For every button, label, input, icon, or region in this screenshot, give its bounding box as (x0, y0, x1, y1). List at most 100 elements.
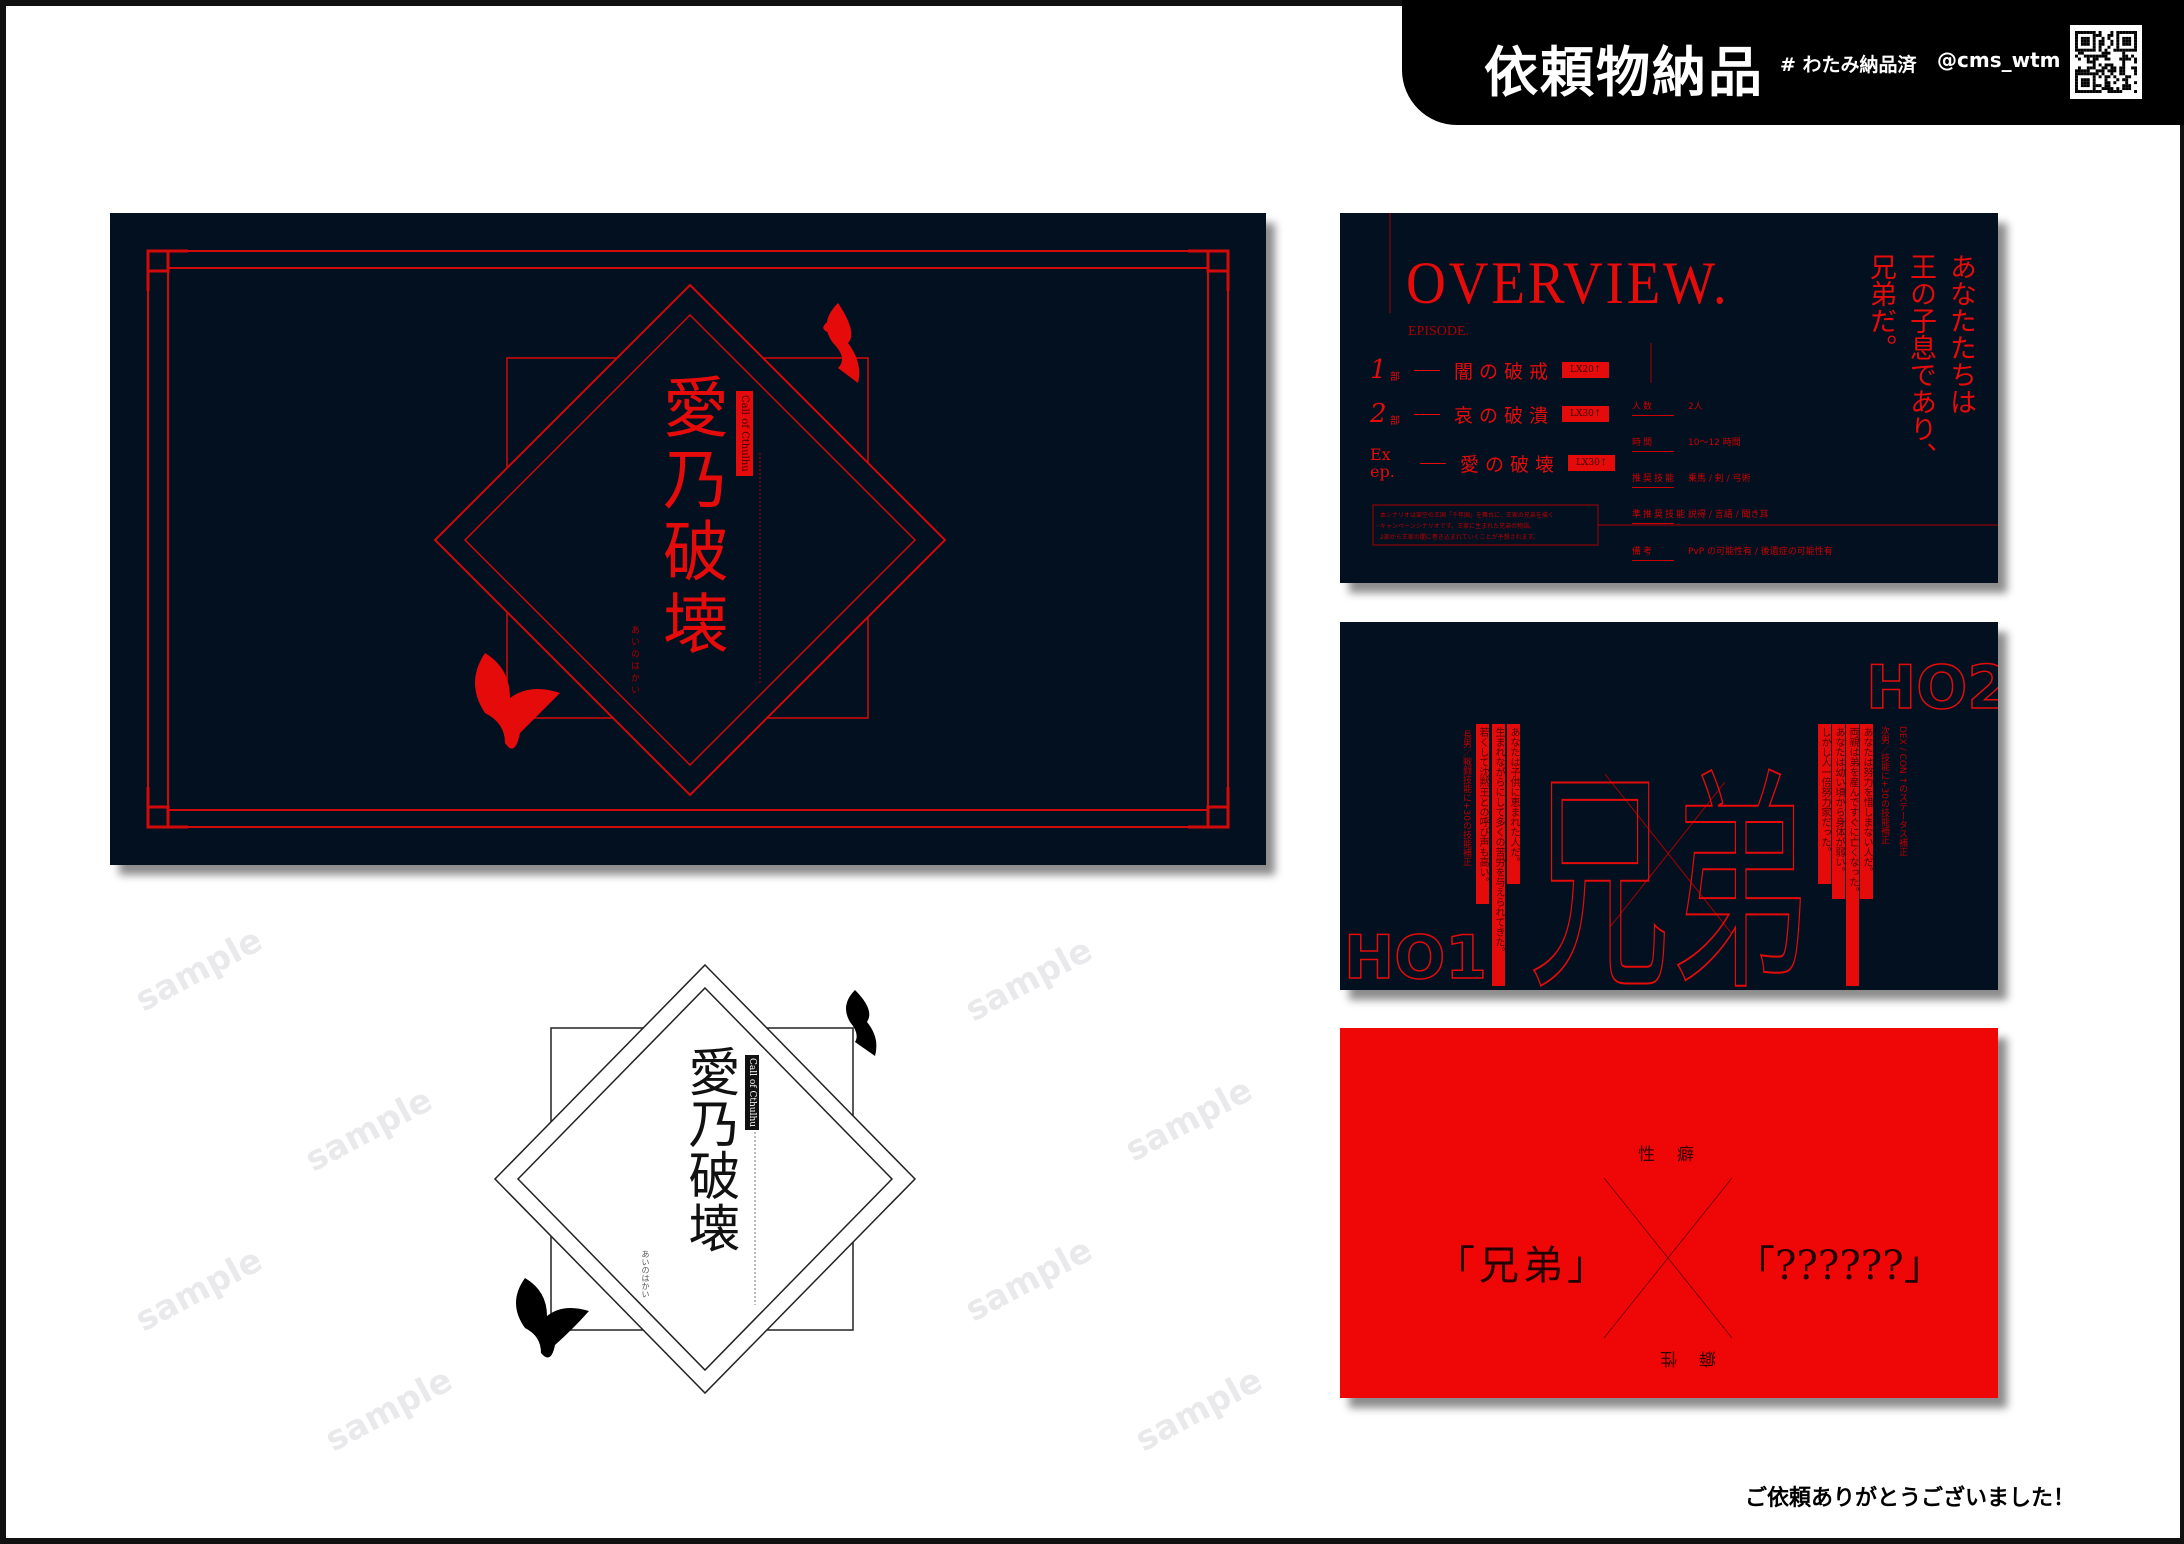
episode-badge: LX20↑ (1562, 362, 1610, 378)
header-title: 依頼物納品 (1484, 41, 1764, 104)
episode-title: 愛の破壊 (1460, 453, 1561, 476)
title-char: 乃 (679, 1097, 739, 1149)
butterfly-icon (516, 1278, 589, 1358)
butterfly-icon (475, 653, 560, 749)
episode-row: Ex ep. 愛の破壊 LX30↑ (1370, 443, 1616, 483)
relation-right: 「??????」 (1735, 1243, 1944, 1289)
text-strip: あなたは努力を惜しまない人だ。 (1860, 724, 1873, 899)
info-row: 推奨技能 乗馬 / 剣 / 弓術 (1632, 471, 1751, 488)
dash (1414, 369, 1440, 371)
info-value: 10〜12 時間 (1688, 438, 1741, 448)
thanks-message: ご依頼ありがとうございました！ (1745, 1486, 2076, 1511)
text-strip: 若くして沈黙王との呼び声も高い。 (1476, 724, 1489, 904)
label-char: 癖 (1677, 1145, 1716, 1165)
butterfly-icon (846, 990, 877, 1056)
title-char: 破 (679, 1149, 739, 1201)
info-label: 準推奨技能 (1632, 507, 1685, 524)
logo-white-ornament (493, 963, 917, 1395)
text-strip: 両親は弟を産んですぐに亡くなった。 (1846, 724, 1859, 986)
overview-lines (1372, 213, 1998, 546)
tagline-line: 兄弟だ。 (1865, 253, 1896, 361)
episode-badge: LX30↑ (1568, 455, 1616, 471)
brothers-card: 兄弟 HO1 HO2 長男／戦闘技能に+30の技能補正 若くして沈黙王との呼び声… (1340, 622, 1998, 990)
left-note: 長男／戦闘技能に+30の技能補正 (1461, 730, 1471, 866)
watermark-text: sample (128, 920, 270, 1020)
relation-left: 「兄弟」 (1435, 1243, 1611, 1289)
butterfly-icon (823, 303, 860, 383)
episode-number: 1 (1370, 355, 1387, 385)
text-strip: あなたは子供に恵まれた人だ。 (1507, 724, 1520, 884)
text-strip: 生まれながらにして多くの苦労を与えられてきた。 (1492, 724, 1505, 986)
header-banner: 依頼物納品 # わたみ納品済 @cms_wtm (1402, 0, 2184, 125)
tagline: あなたたちは王の子息であり、兄弟だ。 (1860, 253, 1980, 553)
title-char: 破 (652, 517, 729, 589)
episode-badge: LX30↑ (1562, 406, 1610, 422)
tagline-line: 王の子息であり、 (1905, 253, 1936, 469)
label-char: 性 (1638, 1348, 1677, 1368)
info-row: 準推奨技能説得 / 言語 / 聞き耳 (1632, 507, 1769, 524)
big-brothers-text: 兄弟 (1529, 749, 1811, 990)
episode-unit: 部 (1390, 416, 1400, 427)
text-strip: しかし人一倍努力家だった。 (1818, 724, 1831, 884)
dash (1414, 413, 1440, 415)
relation-bottom-label: 癖性 (1638, 1348, 1716, 1373)
info-value: 乗馬 / 剣 / 弓術 (1688, 474, 1751, 484)
cross-lines (1603, 1177, 1733, 1339)
tagline-line: あなたたちは (1945, 253, 1976, 415)
info-label: 人数 (1632, 399, 1674, 416)
header-handle[interactable]: @cms_wtm (1937, 48, 2061, 72)
qr-code-icon[interactable] (2070, 25, 2142, 99)
header-hashtag[interactable]: # わたみ納品済 (1780, 54, 1917, 76)
overview-note: 本シナリオは架空の王国「千年国」を舞台に、王家の兄弟を描くキャンペーンシナリオで… (1380, 510, 1595, 543)
watermark-text: sample (298, 1080, 440, 1180)
logo-title: 愛乃破壊 (648, 373, 732, 661)
title-char: 壊 (679, 1201, 739, 1253)
dash (1420, 462, 1446, 464)
overview-title: OVERVIEW. (1406, 250, 1730, 316)
title-char: 乃 (652, 445, 729, 517)
info-value: 説得 / 言語 / 聞き耳 (1688, 510, 1769, 520)
info-value: 2人 (1688, 402, 1703, 412)
title-char: 愛 (652, 373, 729, 445)
info-value: PvP の可能性有 / 後遺症の可能性有 (1688, 547, 1833, 557)
episode-unit: 部 (1390, 372, 1400, 383)
logo-card-dark: Call of Cthulhu 愛乃破壊 あいのはかい (110, 213, 1266, 865)
note-line: 2部から王家の闇に巻き込まれていくことが予想されます。 (1380, 534, 1540, 541)
info-label: 推奨技能 (1632, 471, 1674, 488)
ornament-frame (146, 249, 1230, 829)
title-char: 愛 (679, 1045, 739, 1097)
logo-white: Call of Cthulhu 愛乃破壊 あいのはかい (480, 960, 920, 1400)
note-line: 本シナリオは架空の王国「千年国」を舞台に、王家の兄弟を描く (1380, 512, 1554, 519)
info-row: 備考 PvP の可能性有 / 後遺症の可能性有 (1632, 544, 1833, 561)
text-strip: あなたは幼い頃から身体が弱い。 (1832, 724, 1845, 899)
relation-card: 性癖 癖性 「兄弟」 「??????」 (1340, 1028, 1998, 1398)
right-note: DEX / CON ↑のステータス補正 (1897, 726, 1907, 857)
info-row: 時間 10〜12 時間 (1632, 435, 1741, 452)
info-label: 備考 (1632, 544, 1674, 561)
info-label: 時間 (1632, 435, 1674, 452)
watermark-text: sample (958, 930, 1100, 1030)
episode-label: EPISODE. (1408, 324, 1470, 339)
episode-title: 闇の破戒 (1454, 360, 1555, 383)
episode-number: Ex ep. (1370, 445, 1395, 481)
title-char: 壊 (652, 589, 729, 661)
system-label: Call of Cthulhu (745, 1055, 759, 1131)
watermark-text: sample (958, 1230, 1100, 1330)
episode-number: 2 (1370, 399, 1387, 429)
brothers-art: 兄弟 HO1 HO2 (1343, 652, 1998, 990)
relation-top-label: 性癖 (1638, 1140, 1716, 1165)
ho-label: HO2 (1866, 653, 1998, 723)
watermark-text: sample (1118, 1070, 1260, 1170)
info-row: 人数 2人 (1632, 399, 1703, 416)
watermark-text: sample (318, 1360, 460, 1460)
episode-title: 哀の破潰 (1454, 404, 1555, 427)
label-char: 性 (1638, 1145, 1677, 1165)
furigana: あいのはかい (641, 1250, 650, 1298)
system-label: Call of Cthulhu (736, 391, 753, 476)
watermark-text: sample (1128, 1360, 1270, 1460)
ho-label: HO1 (1344, 923, 1487, 990)
furigana: あいのはかい (629, 625, 639, 697)
